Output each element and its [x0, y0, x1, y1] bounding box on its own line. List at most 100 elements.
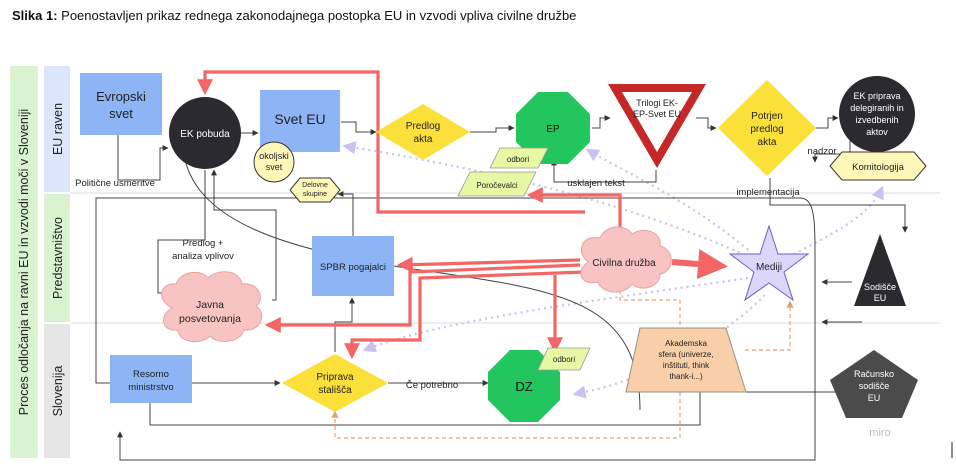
politicne-usmeritve-label: Politične usmeritve — [75, 178, 155, 189]
outer-lane-label: Proces odločanja na ravni EU in vzvodi m… — [17, 109, 31, 415]
komitologija-label: Komitologija — [852, 162, 904, 173]
mediji-node: Mediji — [728, 224, 810, 302]
spbr-label: SPBR pogajalci — [320, 262, 386, 273]
media-to-ep-line — [585, 148, 749, 251]
javna-posvetovanja-line1: Javna — [196, 299, 224, 311]
priprava-to-spbr-line — [334, 297, 355, 352]
ek-priprava-line2: delegiranih in — [850, 103, 904, 113]
potrjen-line2: predlog — [750, 124, 783, 135]
racunsko-line2: sodišče — [859, 381, 890, 391]
slovenia-lane-label: Slovenija — [51, 366, 65, 417]
civil-to-porocevalci-arrow — [526, 187, 622, 238]
trilogi-line2: EP-Svet EU — [633, 109, 681, 119]
civil-to-media-arrow — [671, 249, 728, 280]
civilna-druzba-node: Civilna družba — [580, 226, 672, 293]
caption-prefix: Slika 1: — [12, 8, 58, 23]
implementacija-label: implementacija — [736, 187, 800, 198]
predlog-akta-line1: Predlog — [406, 121, 440, 132]
akademska-sfera-node: Akademska sfera (univerze, inštituti, th… — [625, 327, 747, 393]
priprava-stalisca-node: Priprava stališča — [282, 354, 388, 412]
potrjen-line1: Potrjen — [751, 111, 783, 122]
interest-lane-header — [44, 194, 70, 322]
ek-pobuda-label: EK pobuda — [180, 129, 230, 140]
evropski-svet-to-ek-line — [117, 135, 169, 181]
academia-to-media-line — [745, 300, 794, 351]
racunsko-line1: Računsko — [854, 369, 894, 379]
sodisce-eu-line1: Sodišče — [864, 282, 896, 292]
ek-priprava-line4: aktov — [866, 127, 888, 137]
resorno-line1: Resorno — [133, 369, 169, 380]
loop-back-line — [95, 197, 816, 461]
civil-society-arrows — [197, 70, 622, 360]
usklajen-tekst-label: usklajen tekst — [567, 178, 625, 189]
evropski-svet-line2: svet — [109, 106, 133, 121]
ce-potrebno-label: Če potrebno — [406, 380, 458, 391]
delovne-skupine-node: Delovne skupine — [289, 177, 341, 203]
priprava-line1: Priprava — [316, 372, 354, 383]
dz-label: DZ — [515, 379, 532, 394]
akademska-line4: thank-i...) — [669, 372, 703, 381]
civil-to-academia-line — [619, 290, 681, 328]
ek-pobuda-node: EK pobuda — [169, 97, 241, 169]
komitologija-node: Komitologija — [829, 151, 927, 181]
racunsko-line3: EU — [868, 393, 881, 403]
ek-priprava-node: EK priprava delegiranih in izvedbenih ak… — [839, 76, 915, 152]
miro-watermark: miro — [869, 427, 890, 439]
nadzor-label: nadzor — [807, 146, 836, 157]
potrjen-line3: akta — [758, 137, 777, 148]
media-to-komitologija-line — [782, 185, 884, 261]
nadzor-line — [812, 140, 851, 163]
predlog-analiza-line2: analiza vplivov — [172, 251, 234, 262]
priprava-line2: stališča — [318, 385, 352, 396]
trilogi-node: Trilogi EK- EP-Svet EU — [608, 84, 706, 168]
figure-caption: Slika 1: Poenostavljen prikaz rednega za… — [12, 8, 576, 23]
predlog-analiza-line1: Predlog + — [183, 238, 224, 249]
academia-to-priprava-line — [331, 392, 681, 439]
ep-node: EP — [516, 92, 590, 164]
resorno-line2: ministrstvo — [128, 382, 173, 393]
mediji-label: Mediji — [756, 262, 782, 273]
caption-text: Poenostavljen prikaz rednega zakonodajne… — [61, 8, 577, 23]
okoljski-svet-line1: okoljski — [259, 151, 289, 161]
potrjen-to-ek-priprava-line — [814, 115, 839, 129]
okoljski-svet-line2: svet — [266, 162, 283, 172]
civil-upper-red-line — [376, 150, 585, 214]
predlog-akta-line2: akta — [414, 134, 433, 145]
sodisce-eu-node: Sodišče EU — [854, 234, 906, 306]
svet-eu-label: Svet EU — [274, 111, 325, 127]
civil-to-spbr-arrow — [396, 256, 581, 273]
outer-lane — [10, 66, 38, 458]
javna-posvetovanja-line2: posvetovanja — [179, 313, 241, 325]
racunsko-sodisce-node: Računsko sodišče EU — [830, 350, 918, 418]
ek-priprava-line3: izvedbenih — [855, 115, 898, 125]
ep-to-trilogi-line — [592, 115, 611, 129]
porocevalci-node: Poročevalci — [457, 171, 537, 197]
civil-to-ek-arrow — [197, 70, 380, 150]
eu-lane-header — [44, 66, 70, 192]
civil-to-posvetovanja-arrow — [264, 263, 581, 333]
porocevalci-label: Poročevalci — [476, 181, 518, 190]
posvetovanja-to-ek-line — [211, 169, 277, 301]
slovenia-lane-header — [44, 324, 70, 458]
interest-lane-label: Predstavništvo — [51, 217, 65, 299]
svet-eu-to-predlog-line — [341, 121, 377, 135]
odbori-dz-label: odbori — [553, 355, 575, 364]
akademska-line1: Akademska — [665, 339, 707, 348]
academia-lines — [331, 290, 794, 439]
evropski-svet-node: Evropski svet — [80, 73, 162, 135]
okoljski-svet-node: okoljski svet — [253, 141, 295, 183]
spbr-pogajalci-node: SPBR pogajalci — [312, 236, 394, 296]
racunsko-link-line — [149, 391, 880, 426]
implementacija-line — [769, 178, 908, 233]
predlog-to-ep-line — [470, 125, 515, 133]
media-to-priprava-line — [362, 276, 749, 353]
ek-priprava-line1: EK priprava — [853, 91, 900, 101]
resorno-ministrstvo-node: Resorno ministrstvo — [110, 355, 192, 403]
delovne-skupine-line2: skupine — [303, 191, 327, 198]
civil-to-priprava-arrow — [344, 270, 586, 360]
odbori-ep-label: odbori — [507, 155, 529, 164]
trilogi-to-potrjen-line — [696, 117, 717, 131]
akademska-line3: inštituti, think — [663, 361, 710, 370]
eu-lane-label: EU raven — [51, 103, 65, 155]
